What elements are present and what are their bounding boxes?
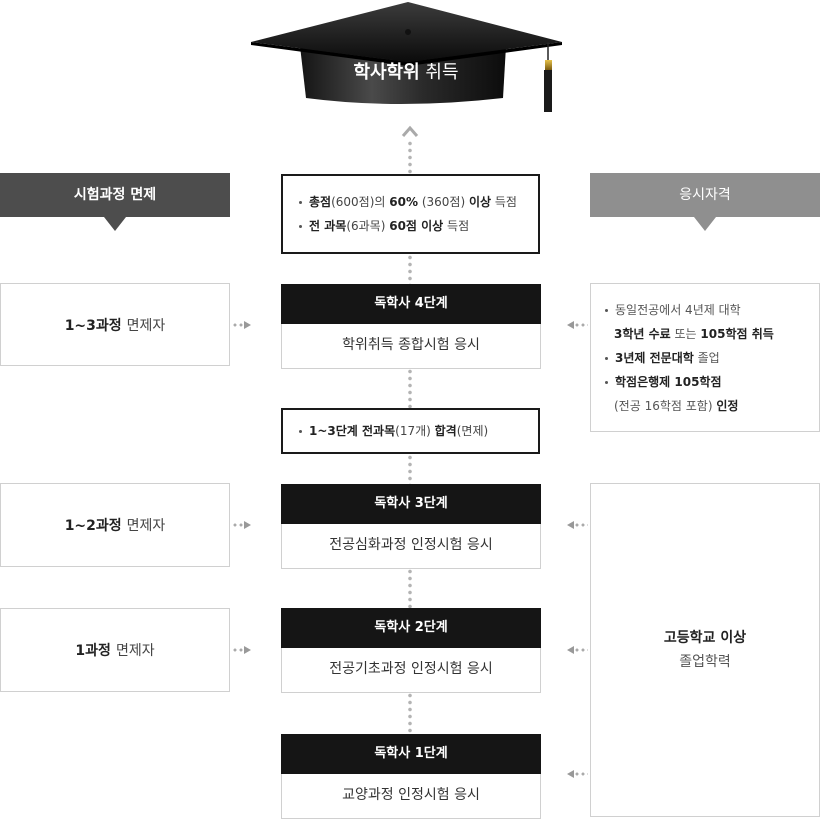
goal-title: 학사학위 취득 bbox=[300, 58, 512, 84]
criteria-subjects-score: 60점 이상 bbox=[389, 219, 444, 233]
qualification-line: (전공 16학점 포함) 인정 bbox=[605, 394, 819, 418]
bullet bbox=[299, 225, 302, 228]
arrow-right-icon bbox=[244, 521, 251, 529]
bullet bbox=[299, 201, 302, 204]
qualification-line: 3년제 전문대학 졸업 bbox=[605, 346, 819, 370]
qualification-line: 동일전공에서 4년제 대학 bbox=[605, 298, 819, 322]
connector-dots bbox=[232, 523, 244, 527]
stage-title: 독학사 3단계 bbox=[281, 484, 541, 524]
arrow-up-icon bbox=[401, 125, 419, 137]
stage-title: 독학사 2단계 bbox=[281, 608, 541, 648]
stage-title: 독학사 4단계 bbox=[281, 284, 541, 324]
connector-dots bbox=[408, 454, 412, 484]
bullet bbox=[605, 357, 608, 360]
connector-dots bbox=[232, 323, 244, 327]
connector-dots bbox=[574, 323, 588, 327]
goal-title-bold: 학사학위 bbox=[353, 62, 420, 83]
pass-note-subjects: 1~3단계 전과목 bbox=[309, 424, 396, 438]
pass-note-box: 1~3단계 전과목(17개) 합격(면제) bbox=[281, 408, 540, 454]
qualification-header-pointer bbox=[694, 217, 716, 231]
qualification-college: 3년제 전문대학 bbox=[615, 351, 694, 365]
qualification-base-box: 고등학교 이상 졸업학력 bbox=[590, 483, 820, 817]
arrow-right-icon bbox=[244, 646, 251, 654]
degree-criteria-box: 총점(600점)의 60% (360점) 이상 득점 전 과목(6과목) 60점… bbox=[281, 174, 540, 254]
connector-dots bbox=[232, 648, 244, 652]
connector-dots bbox=[574, 772, 588, 776]
connector-dots bbox=[408, 568, 412, 608]
bullet bbox=[605, 381, 608, 384]
arrow-left-icon bbox=[567, 770, 574, 778]
stage-exam: 전공기초과정 인정시험 응시 bbox=[281, 648, 541, 693]
connector-dots bbox=[408, 692, 412, 734]
qualification-line: 학점은행제 105학점 bbox=[605, 370, 819, 394]
criteria-all-subjects: 전 과목(6과목) 60점 이상 득점 bbox=[299, 214, 538, 238]
criteria-total-above: 이상 bbox=[468, 195, 492, 209]
arrow-left-icon bbox=[567, 646, 574, 654]
stage-2: 독학사 2단계 전공기초과정 인정시험 응시 bbox=[281, 608, 541, 693]
criteria-total-percent: 60% bbox=[389, 195, 418, 209]
qualification-credit-bank: 학점은행제 105학점 bbox=[615, 375, 722, 389]
criteria-subjects-count: (6과목) bbox=[346, 219, 390, 233]
qualification-stage-4-box: 동일전공에서 4년제 대학 3학년 수료 또는 105학점 취득 3년제 전문대… bbox=[590, 283, 820, 432]
criteria-subjects-suffix: 득점 bbox=[443, 219, 470, 233]
criteria-total-points: (600점)의 bbox=[331, 195, 390, 209]
qualification-line: 3학년 수료 또는 105학점 취득 bbox=[605, 322, 819, 346]
qualification-graduate: 졸업학력 bbox=[679, 654, 731, 670]
bullet bbox=[299, 430, 302, 433]
criteria-subjects-label: 전 과목 bbox=[309, 219, 347, 233]
stage-exam: 전공심화과정 인정시험 응시 bbox=[281, 524, 541, 569]
criteria-total-score: (360점) bbox=[418, 195, 469, 209]
pass-note-pass: 합격 bbox=[434, 424, 457, 438]
criteria-total-suffix: 득점 bbox=[491, 195, 517, 209]
criteria-total-label: 총점 bbox=[309, 195, 332, 209]
exemption-level: 1~3과정 bbox=[64, 317, 122, 334]
connector-dots bbox=[408, 140, 412, 174]
qualification-university: 동일전공에서 4년제 대학 bbox=[615, 303, 741, 317]
qualification-major-credits: (전공 16학점 포함) bbox=[614, 399, 717, 413]
qualification-header: 응시자격 bbox=[590, 173, 820, 217]
qualification-credits: 105학점 취득 bbox=[700, 327, 774, 341]
pass-note: 1~3단계 전과목(17개) 합격(면제) bbox=[299, 419, 538, 443]
goal-title-regular: 취득 bbox=[425, 62, 459, 83]
exemption-level: 1~2과정 bbox=[64, 518, 122, 534]
qualification-high-school: 고등학교 이상 bbox=[663, 630, 747, 646]
stage-exam: 학위취득 종합시험 응시 bbox=[281, 324, 541, 369]
exemption-header-pointer bbox=[104, 217, 126, 231]
bullet bbox=[605, 309, 608, 312]
stage-4: 독학사 4단계 학위취득 종합시험 응시 bbox=[281, 284, 541, 369]
connector-dots bbox=[408, 368, 412, 408]
graduation-cap-icon bbox=[251, 2, 562, 112]
stage-title: 독학사 1단계 bbox=[281, 734, 541, 774]
exemption-label: 면제자 bbox=[126, 518, 166, 534]
qualification-graduation: 졸업 bbox=[693, 351, 720, 365]
connector-dots bbox=[574, 648, 588, 652]
qualification-or: 또는 bbox=[670, 327, 701, 341]
arrow-right-icon bbox=[244, 321, 251, 329]
qualification-recognized: 인정 bbox=[716, 399, 739, 413]
exemption-level: 1과정 bbox=[75, 643, 111, 659]
qualification-completion: 3학년 수료 bbox=[614, 327, 671, 341]
connector-dots bbox=[408, 254, 412, 284]
criteria-total: 총점(600점)의 60% (360점) 이상 득점 bbox=[299, 190, 538, 214]
exemption-label: 면제자 bbox=[115, 643, 155, 659]
connector-dots bbox=[574, 523, 588, 527]
arrow-left-icon bbox=[567, 321, 574, 329]
stage-3: 독학사 3단계 전공심화과정 인정시험 응시 bbox=[281, 484, 541, 569]
pass-note-count: (17개) bbox=[395, 424, 435, 438]
pass-note-exempt: (면제) bbox=[456, 424, 489, 438]
stage-exam: 교양과정 인정시험 응시 bbox=[281, 774, 541, 819]
stage-1: 독학사 1단계 교양과정 인정시험 응시 bbox=[281, 734, 541, 819]
arrow-left-icon bbox=[567, 521, 574, 529]
exemption-label: 면제자 bbox=[126, 317, 166, 334]
exemption-header: 시험과정 면제 bbox=[0, 173, 230, 217]
